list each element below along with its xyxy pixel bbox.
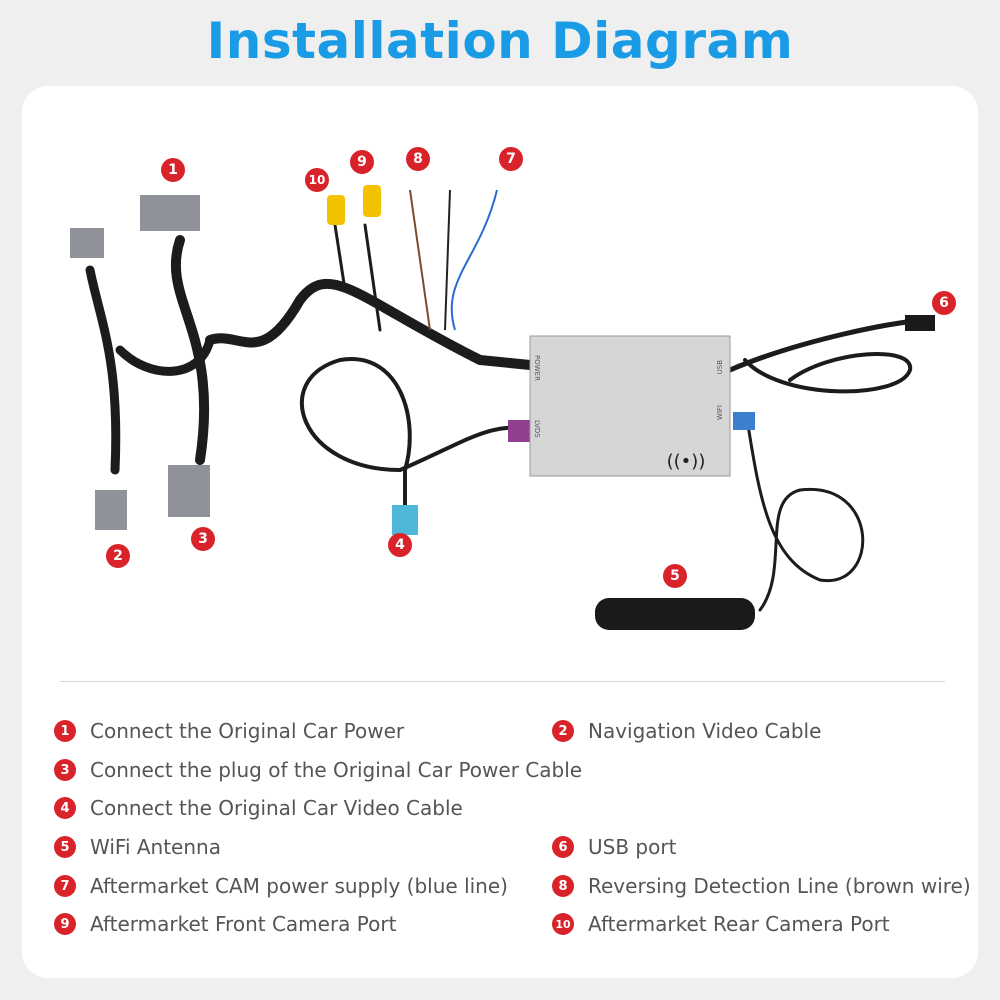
- interface-box: [529, 335, 731, 477]
- power-connector: [70, 228, 104, 258]
- usb-cable: [743, 352, 913, 394]
- installation-photo: ((•)): [70, 185, 935, 630]
- marker-9: 9: [350, 150, 374, 174]
- legend-number: 9: [54, 913, 76, 935]
- antenna-cable: [746, 423, 865, 612]
- video-connector: [95, 490, 127, 530]
- legend-text: Connect the Original Car Video Cable: [90, 796, 463, 820]
- marker-2: 2: [106, 544, 130, 568]
- page-title: Installation Diagram: [206, 12, 794, 70]
- legend-text: Connect the Original Car Power: [90, 719, 405, 743]
- harness-cable: [205, 279, 535, 370]
- legend-number: 3: [54, 759, 76, 781]
- legend-item-7: 7 Aftermarket CAM power supply (blue line…: [54, 874, 508, 898]
- legend-text: Connect the plug of the Original Car Pow…: [90, 758, 583, 782]
- legend-item-5: 5 WiFi Antenna: [54, 835, 221, 859]
- legend-item-4: 4 Connect the Original Car Video Cable: [54, 796, 463, 820]
- box-label-power: POWER: [533, 355, 541, 381]
- legend-number: 6: [552, 836, 574, 858]
- legend-item-9: 9 Aftermarket Front Camera Port: [54, 912, 396, 936]
- legend-number: 1: [54, 720, 76, 742]
- legend-item-8: 8 Reversing Detection Line (brown wire): [552, 874, 971, 898]
- blue-wire: [450, 189, 498, 331]
- legend-item-2: 2 Navigation Video Cable: [552, 719, 821, 743]
- diagram-card: [22, 86, 978, 978]
- legend-text: Aftermarket CAM power supply (blue line): [90, 874, 508, 898]
- legend-text: Aftermarket Front Camera Port: [90, 912, 397, 936]
- legend-item-1: 1 Connect the Original Car Power: [54, 719, 404, 743]
- power-connector: [140, 195, 200, 231]
- divider: [60, 681, 945, 682]
- box-label-lvds: LVDS: [533, 420, 541, 438]
- legend-item-10: 10 Aftermarket Rear Camera Port: [552, 912, 890, 936]
- legend-item-3: 3 Connect the plug of the Original Car Po…: [54, 758, 582, 782]
- legend-text: Aftermarket Rear Camera Port: [588, 912, 890, 936]
- legend-number: 8: [552, 875, 574, 897]
- marker-7: 7: [499, 147, 523, 171]
- legend-text: Reversing Detection Line (brown wire): [588, 874, 971, 898]
- camera-cable: [363, 223, 382, 332]
- marker-8: 8: [406, 147, 430, 171]
- rca-connector-front: [363, 185, 381, 217]
- legend-item-6: 6 USB port: [552, 835, 676, 859]
- marker-10: 10: [305, 168, 329, 192]
- wifi-port-plug: [733, 412, 755, 430]
- harness-cable: [171, 235, 209, 465]
- rca-connector-rear: [327, 195, 345, 225]
- marker-3: 3: [191, 527, 215, 551]
- box-label-wifi: WIFI: [716, 405, 724, 421]
- marker-1: 1: [161, 158, 185, 182]
- black-wire: [444, 189, 451, 331]
- wireless-icon: ((•)): [667, 451, 706, 472]
- camera-cable: [333, 223, 347, 292]
- usb-plug: [905, 315, 935, 331]
- brown-wire: [409, 189, 431, 331]
- legend-text: USB port: [588, 835, 677, 859]
- legend-number: 7: [54, 875, 76, 897]
- wifi-antenna: [595, 598, 755, 630]
- lvds-cable: [299, 357, 412, 512]
- legend-text: Navigation Video Cable: [588, 719, 822, 743]
- lvds-connector: [392, 505, 418, 535]
- harness-cable: [115, 335, 215, 376]
- box-label-usb: USB: [716, 360, 724, 375]
- marker-4: 4: [388, 533, 412, 557]
- marker-6: 6: [932, 291, 956, 315]
- legend-number: 4: [54, 797, 76, 819]
- legend-number: 5: [54, 836, 76, 858]
- plug-connector: [168, 465, 210, 517]
- marker-5: 5: [663, 564, 687, 588]
- legend-number: 10: [552, 913, 574, 935]
- harness-cable: [85, 265, 121, 475]
- legend-number: 2: [552, 720, 574, 742]
- legend-text: WiFi Antenna: [90, 835, 221, 859]
